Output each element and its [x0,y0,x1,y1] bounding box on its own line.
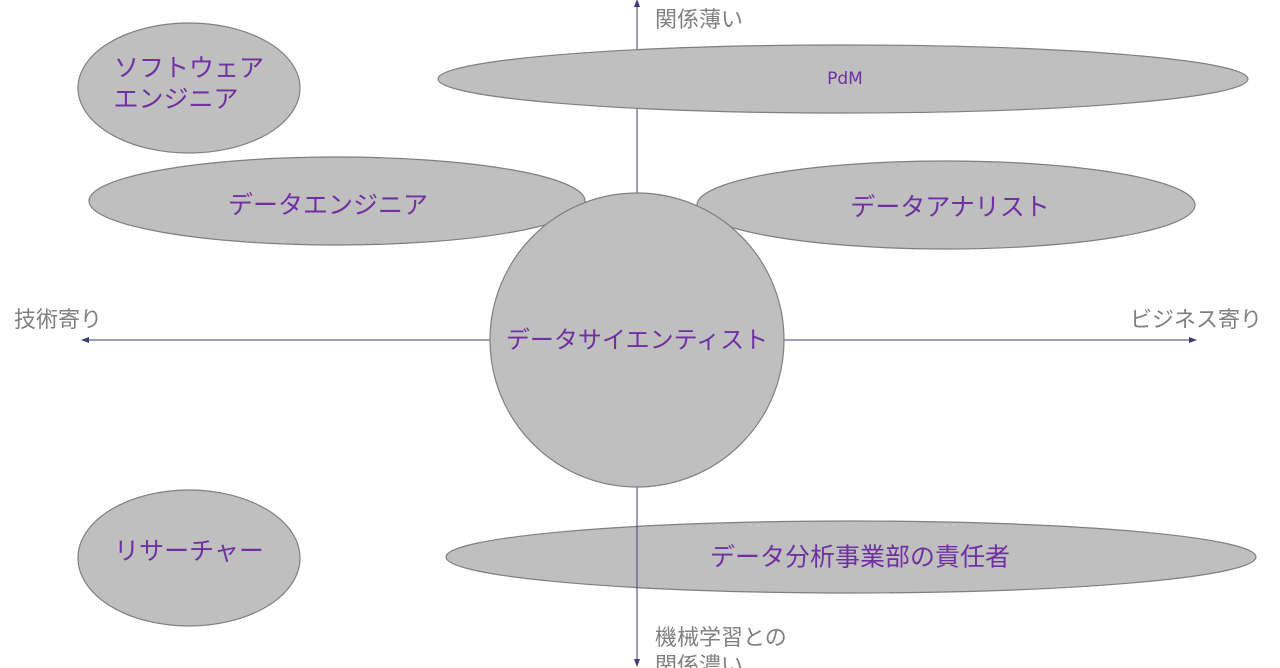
software-engineer-label-line1: ソフトウェア [114,54,264,83]
researcher-ellipse [77,489,301,627]
data-scientist-label: データサイエンティスト [506,326,768,354]
axis-label-ml-strong-line2: 関係濃い [655,654,743,668]
data-scientist-circle [489,192,785,488]
axis-label-business: ビジネス寄り [1130,308,1262,333]
axis-label-technical: 技術寄り [14,308,102,333]
data-engineer-ellipse [88,156,586,246]
pdm-ellipse [437,44,1249,114]
data-engineer-label: データエンジニア [228,191,428,220]
axis-label-ml-weak: 関係薄い [655,8,743,33]
software-engineer-ellipse [77,22,301,154]
data-analyst-label: データアナリスト [850,193,1050,222]
data-analysis-head-ellipse [445,520,1257,594]
pdm-label: PdM [827,69,863,89]
data-analyst-ellipse [696,160,1196,250]
data-analysis-head-label: データ分析事業部の責任者 [710,543,1010,572]
researcher-label: リサーチャー [114,537,264,566]
axis-label-ml-strong-line1: 機械学習との [655,626,787,651]
software-engineer-label-line2: エンジニア [113,85,238,114]
